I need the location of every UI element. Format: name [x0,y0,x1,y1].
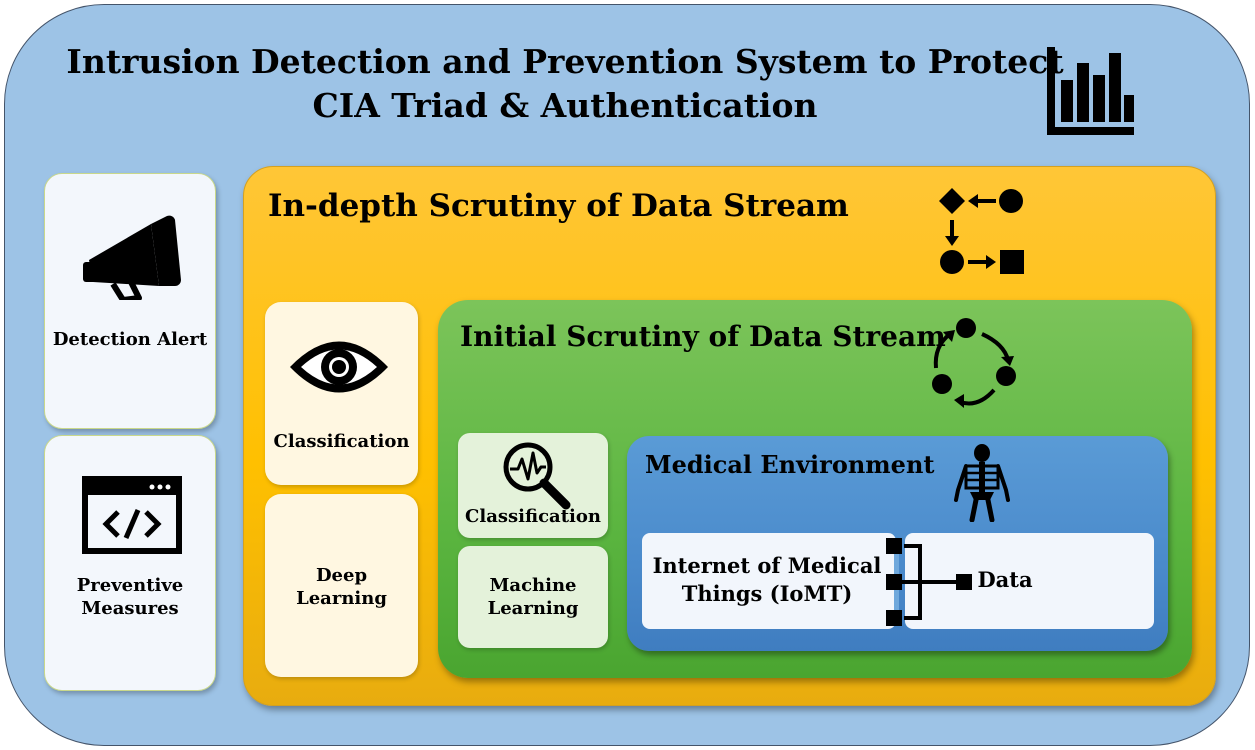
page-title: Intrusion Detection and Prevention Syste… [40,40,1090,128]
machine-learning-panel: Machine Learning [458,546,608,648]
deep-learning-line-2: Learning [296,588,387,609]
bracket-connector-icon [882,536,978,628]
iomt-label: Internet of Medical Things (IoMT) [642,552,892,608]
machine-learning-line-2: Learning [487,598,579,619]
process-flow-icon [934,182,1030,278]
bar-chart-icon [1044,45,1136,137]
preventive-label-line-2: Measures [81,598,179,619]
iomt-label-line-1: Internet of Medical [652,553,882,578]
title-line-1: Intrusion Detection and Prevention Syste… [66,42,1064,81]
deep-learning-panel: Deep Learning [265,494,418,677]
medical-environment-title: Medical Environment [645,450,935,479]
megaphone-icon [79,210,183,300]
data-label: Data [977,567,1033,592]
iomt-label-line-2: Things (IoMT) [681,581,853,606]
detection-alert-panel: Detection Alert [44,173,216,429]
detection-alert-label: Detection Alert [52,329,208,350]
initial-classification-panel: Classification [458,433,608,538]
deep-classification-panel: Classification [265,302,418,485]
machine-learning-line-1: Machine [489,575,577,596]
iomt-box [642,533,896,629]
title-line-2: CIA Triad & Authentication [312,86,818,125]
initial-classification-label: Classification [465,506,601,527]
cycle-icon [928,316,1020,410]
preventive-measures-panel: Preventive Measures [44,435,216,691]
magnifier-waveform-icon [500,439,572,511]
skeleton-icon [952,444,1012,522]
initial-scrutiny-title: Initial Scrutiny of Data Stream [460,320,946,353]
deep-learning-line-1: Deep [315,565,368,586]
code-window-icon [82,476,182,554]
preventive-label-line-1: Preventive [76,575,184,596]
eye-icon [287,336,391,398]
deep-classification-label: Classification [273,431,410,452]
in-depth-scrutiny-title: In-depth Scrutiny of Data Stream [268,188,849,224]
